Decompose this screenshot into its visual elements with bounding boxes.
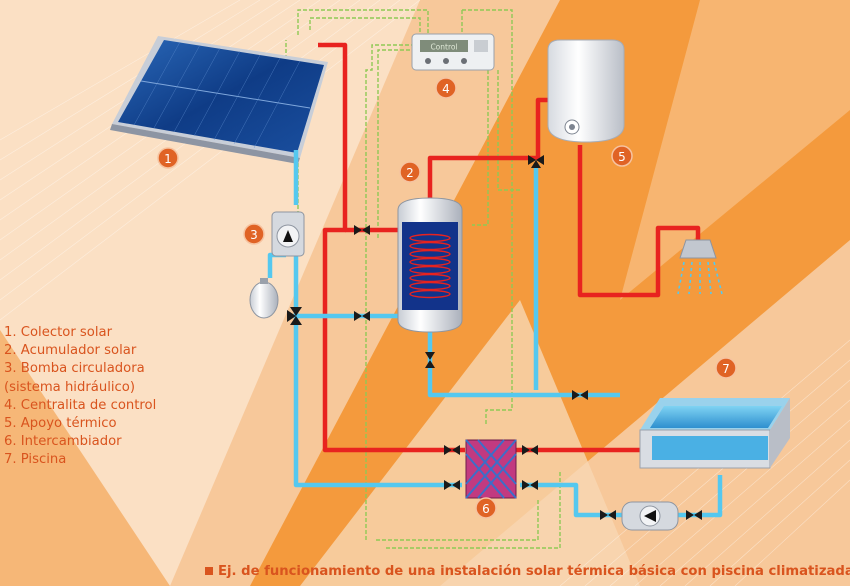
caption-bullet-icon bbox=[205, 567, 213, 575]
swimming-pool bbox=[639, 398, 790, 469]
badge-4: 4 bbox=[435, 77, 457, 99]
badge-2: 2 bbox=[399, 161, 421, 183]
legend-item: 2. Acumulador solar bbox=[4, 343, 137, 359]
legend-item: 6. Intercambiador bbox=[4, 434, 122, 450]
svg-text:4: 4 bbox=[442, 82, 450, 96]
heat-exchanger bbox=[465, 439, 517, 499]
badge-3: 3 bbox=[243, 223, 265, 245]
valve bbox=[528, 155, 544, 168]
valve bbox=[354, 225, 370, 235]
valves bbox=[287, 155, 702, 520]
valve bbox=[425, 352, 435, 368]
valve bbox=[522, 480, 538, 490]
svg-text:5: 5 bbox=[618, 150, 626, 164]
number-badges: 1 2 3 4 5 6 7 bbox=[157, 77, 737, 519]
caption-text: Ej. de funcionamiento de una instalación… bbox=[218, 564, 850, 579]
valve bbox=[444, 480, 460, 490]
valve bbox=[522, 445, 538, 455]
legend-item: 5. Apoyo térmico bbox=[4, 416, 117, 432]
valve bbox=[572, 390, 588, 400]
control-unit: Control bbox=[411, 33, 495, 71]
legend-item: 7. Piscina bbox=[4, 452, 67, 468]
controller-display-text: Control bbox=[430, 43, 457, 52]
badge-5: 5 bbox=[611, 145, 633, 167]
legend-item: 4. Centralita de control bbox=[4, 397, 157, 413]
shower-head bbox=[677, 239, 723, 295]
solar-storage-tank bbox=[397, 197, 463, 333]
badge-7: 7 bbox=[715, 357, 737, 379]
pool-pump bbox=[621, 501, 679, 531]
backup-boiler bbox=[547, 39, 625, 143]
svg-text:3: 3 bbox=[250, 228, 258, 242]
solar-collector bbox=[110, 36, 328, 164]
valve bbox=[354, 311, 370, 321]
legend-item: (sistema hidráulico) bbox=[4, 379, 135, 395]
badge-6: 6 bbox=[475, 497, 497, 519]
svg-text:1: 1 bbox=[164, 152, 172, 166]
valve bbox=[287, 307, 302, 325]
valve bbox=[686, 510, 702, 520]
legend-item: 1. Colector solar bbox=[4, 325, 113, 340]
badge-1: 1 bbox=[157, 147, 179, 169]
caption: Ej. de funcionamiento de una instalación… bbox=[205, 564, 850, 579]
legend-item: 3. Bomba circuladora bbox=[4, 361, 145, 377]
svg-text:2: 2 bbox=[406, 166, 414, 180]
valve bbox=[444, 445, 460, 455]
expansion-vessel bbox=[249, 278, 279, 319]
svg-text:6: 6 bbox=[482, 502, 490, 516]
valve bbox=[600, 510, 616, 520]
circulation-pump bbox=[271, 211, 305, 257]
legend: 1. Colector solar 2. Acumulador solar 3.… bbox=[4, 324, 244, 470]
cold-pipes bbox=[267, 150, 723, 518]
svg-text:7: 7 bbox=[722, 362, 730, 376]
